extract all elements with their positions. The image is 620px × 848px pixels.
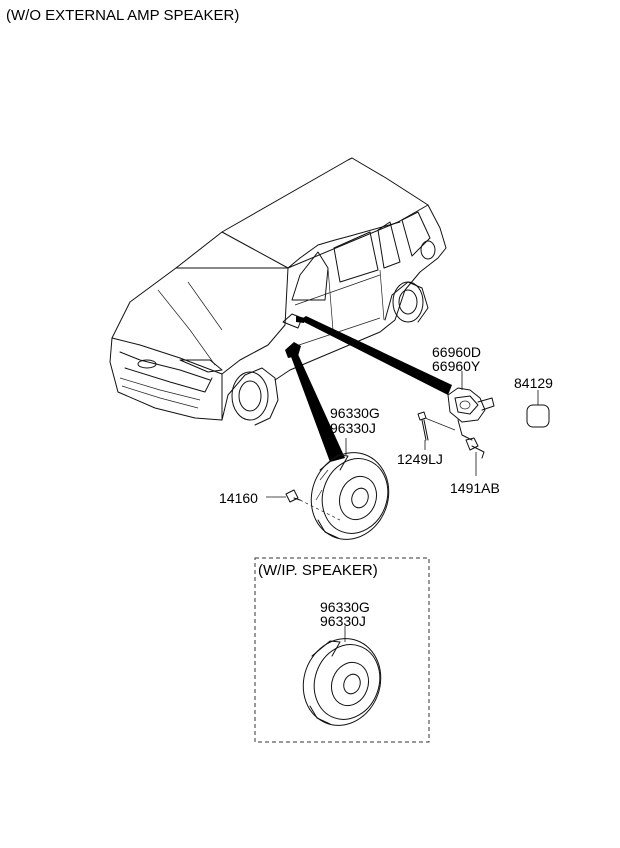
screw-14160: [285, 489, 301, 503]
label-1491ab: 1491AB: [450, 480, 500, 496]
clip-1491ab: [465, 437, 485, 459]
callout-wedge-speaker: [290, 352, 345, 462]
pad-84129: [526, 404, 550, 428]
inset-label-96330g: 96330G: [320, 599, 370, 615]
inset-box: [254, 557, 430, 743]
inset-speaker: [302, 638, 382, 726]
diagram-title: (W/O EXTERNAL AMP SPEAKER): [6, 7, 240, 24]
label-66960d: 66960D: [432, 344, 482, 360]
door-speaker: [310, 452, 390, 540]
bolt-1249lj: [417, 411, 429, 441]
label-66960y: 66960Y: [432, 358, 481, 374]
label-96330j: 96330J: [330, 420, 376, 436]
label-96330g: 96330G: [330, 405, 380, 421]
callout-wedge-tweeter: [300, 316, 452, 395]
label-1249lj: 1249LJ: [397, 451, 443, 467]
label-14160: 14160: [219, 490, 258, 506]
tweeter-part: [447, 387, 495, 441]
car-illustration: [109, 157, 447, 426]
inset-label-96330j: 96330J: [320, 613, 366, 629]
inset-title: (W/IP. SPEAKER): [258, 562, 378, 579]
label-84129: 84129: [514, 375, 553, 391]
